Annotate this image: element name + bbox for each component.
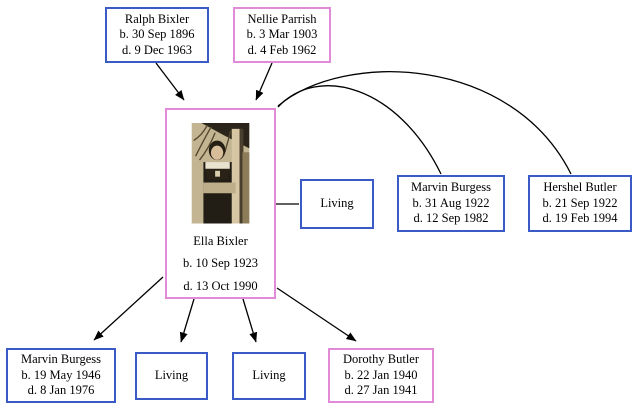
person-death: d. 12 Sep 1982 <box>413 211 489 226</box>
edge-nellie-to-ella <box>255 62 273 101</box>
person-name: Ella Bixler <box>193 233 248 248</box>
edge-ella-to-marvin-child <box>93 276 164 341</box>
person-name: Dorothy Butler <box>342 352 420 367</box>
person-name: Hershel Butler <box>543 180 617 195</box>
person-birth: b. 10 Sep 1923 <box>183 256 258 270</box>
edge-ella-to-hershel <box>277 71 572 175</box>
edge-ella-to-living-child-1 <box>179 298 195 343</box>
person-birth: b. 31 Aug 1922 <box>412 195 490 210</box>
person-node-ella-bixler[interactable]: Ella Bixler b. 10 Sep 1923 d. 13 Oct 199… <box>165 108 276 299</box>
person-birth: b. 3 Mar 1903 <box>246 27 318 42</box>
edge-ralph-to-ella <box>155 62 185 101</box>
edge-ella-to-dorothy <box>276 287 357 342</box>
person-node-marvin-burgess-spouse[interactable]: Marvin Burgess b. 31 Aug 1922 d. 12 Sep … <box>397 175 505 232</box>
person-death: d. 8 Jan 1976 <box>27 383 95 398</box>
person-node-dorothy-butler[interactable]: Dorothy Butler b. 22 Jan 1940 d. 27 Jan … <box>328 348 434 403</box>
person-name: Nellie Parrish <box>247 11 317 26</box>
person-node-marvin-burgess-child[interactable]: Marvin Burgess b. 19 May 1946 d. 8 Jan 1… <box>6 348 116 403</box>
person-node-ralph-bixler[interactable]: Ralph Bixler b. 30 Sep 1896 d. 9 Dec 196… <box>105 7 209 63</box>
portrait-photo <box>191 123 250 224</box>
person-birth: b. 21 Sep 1922 <box>542 195 618 210</box>
person-name: Marvin Burgess <box>21 352 101 367</box>
person-node-living-child-2[interactable]: Living <box>232 352 306 400</box>
person-death: d. 13 Oct 1990 <box>183 278 258 293</box>
person-birth: b. 22 Jan 1940 <box>344 367 418 382</box>
edge-ella-to-marvin-spouse <box>277 85 442 175</box>
person-node-nellie-parrish[interactable]: Nellie Parrish b. 3 Mar 1903 d. 4 Feb 19… <box>233 7 331 63</box>
person-name: Marvin Burgess <box>411 180 491 195</box>
person-birth: b. 30 Sep 1896 <box>119 27 195 42</box>
person-node-hershel-butler[interactable]: Hershel Butler b. 21 Sep 1922 d. 19 Feb … <box>528 175 632 232</box>
edge-ella-to-living-child-2 <box>242 298 258 343</box>
person-node-living-spouse[interactable]: Living <box>300 179 374 229</box>
person-death: d. 9 Dec 1963 <box>121 42 193 57</box>
person-name: Ralph Bixler <box>124 11 190 26</box>
person-node-living-child-1[interactable]: Living <box>135 352 208 400</box>
person-death: d. 27 Jan 1941 <box>344 383 418 398</box>
person-death: d. 4 Feb 1962 <box>247 42 317 57</box>
person-death: d. 19 Feb 1994 <box>542 211 618 226</box>
person-birth: b. 19 May 1946 <box>21 367 101 382</box>
person-name: Living <box>252 368 286 383</box>
person-name: Living <box>154 368 189 383</box>
person-name: Living <box>320 196 354 211</box>
